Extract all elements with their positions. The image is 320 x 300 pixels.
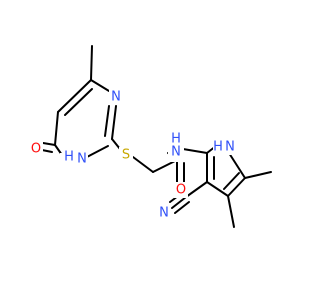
molecule-structure-diagram: O N N H S O N H H N N (29, 45, 272, 228)
bond-c5-c4 (227, 177, 246, 197)
bond-c4-n3 (90, 79, 110, 92)
bond-cn-triple-1 (171, 196, 187, 209)
bond-c5-c4-double (64, 88, 93, 116)
atom-o-ring: O (31, 142, 41, 157)
bond-c5-c4-double (223, 172, 240, 190)
bond-c5-c4 (57, 79, 92, 113)
atom-s: S (122, 148, 130, 163)
bond-c4-methyl (90, 45, 93, 81)
atom-n-pyrrole: N (225, 140, 235, 155)
atom-n1: N (77, 152, 87, 167)
bond-c4-methyl (227, 195, 235, 228)
bond-s-ch2 (132, 156, 154, 173)
bond-c6-o (42, 142, 56, 146)
label-bg-o-ring (29, 141, 43, 157)
label-bg-n1 (60, 153, 88, 181)
bond-c6-o-double (41, 149, 53, 153)
bond-nh-c2pyrrole (182, 148, 208, 154)
bond-npyrrole-c5 (228, 152, 246, 179)
atom-o-amide: O (176, 183, 186, 198)
bond-n3-c2 (111, 105, 117, 140)
atom-n3: N (111, 90, 121, 105)
atom-n1-h: H (64, 150, 74, 165)
atom-labels: O N N H S O N H H N N (29, 89, 239, 221)
label-bg-n3 (109, 89, 123, 105)
label-bg-n-nitrile (157, 205, 171, 221)
bond-c2-n1 (84, 145, 109, 159)
bond-cn-triple-3 (174, 201, 190, 214)
bond-c2-s (111, 138, 121, 150)
label-bg-o-amide (174, 182, 188, 198)
bond-c4-c3 (206, 181, 229, 197)
label-bg-nh-pyrrole (213, 139, 239, 155)
bond-c5-methyl (244, 171, 272, 179)
atom-n-pyrrole-h: H (213, 140, 223, 155)
label-bg-s (119, 147, 133, 163)
atom-n-amide: N (171, 145, 181, 160)
bonds (41, 45, 272, 228)
bond-c6-c5 (54, 111, 59, 146)
bond-c3-cn (185, 181, 208, 198)
atom-n-amide-h: H (171, 132, 181, 147)
atom-n-nitrile: N (159, 206, 169, 221)
bond-n3-c2-double (104, 105, 110, 137)
label-bg-nh-amide (168, 130, 184, 162)
